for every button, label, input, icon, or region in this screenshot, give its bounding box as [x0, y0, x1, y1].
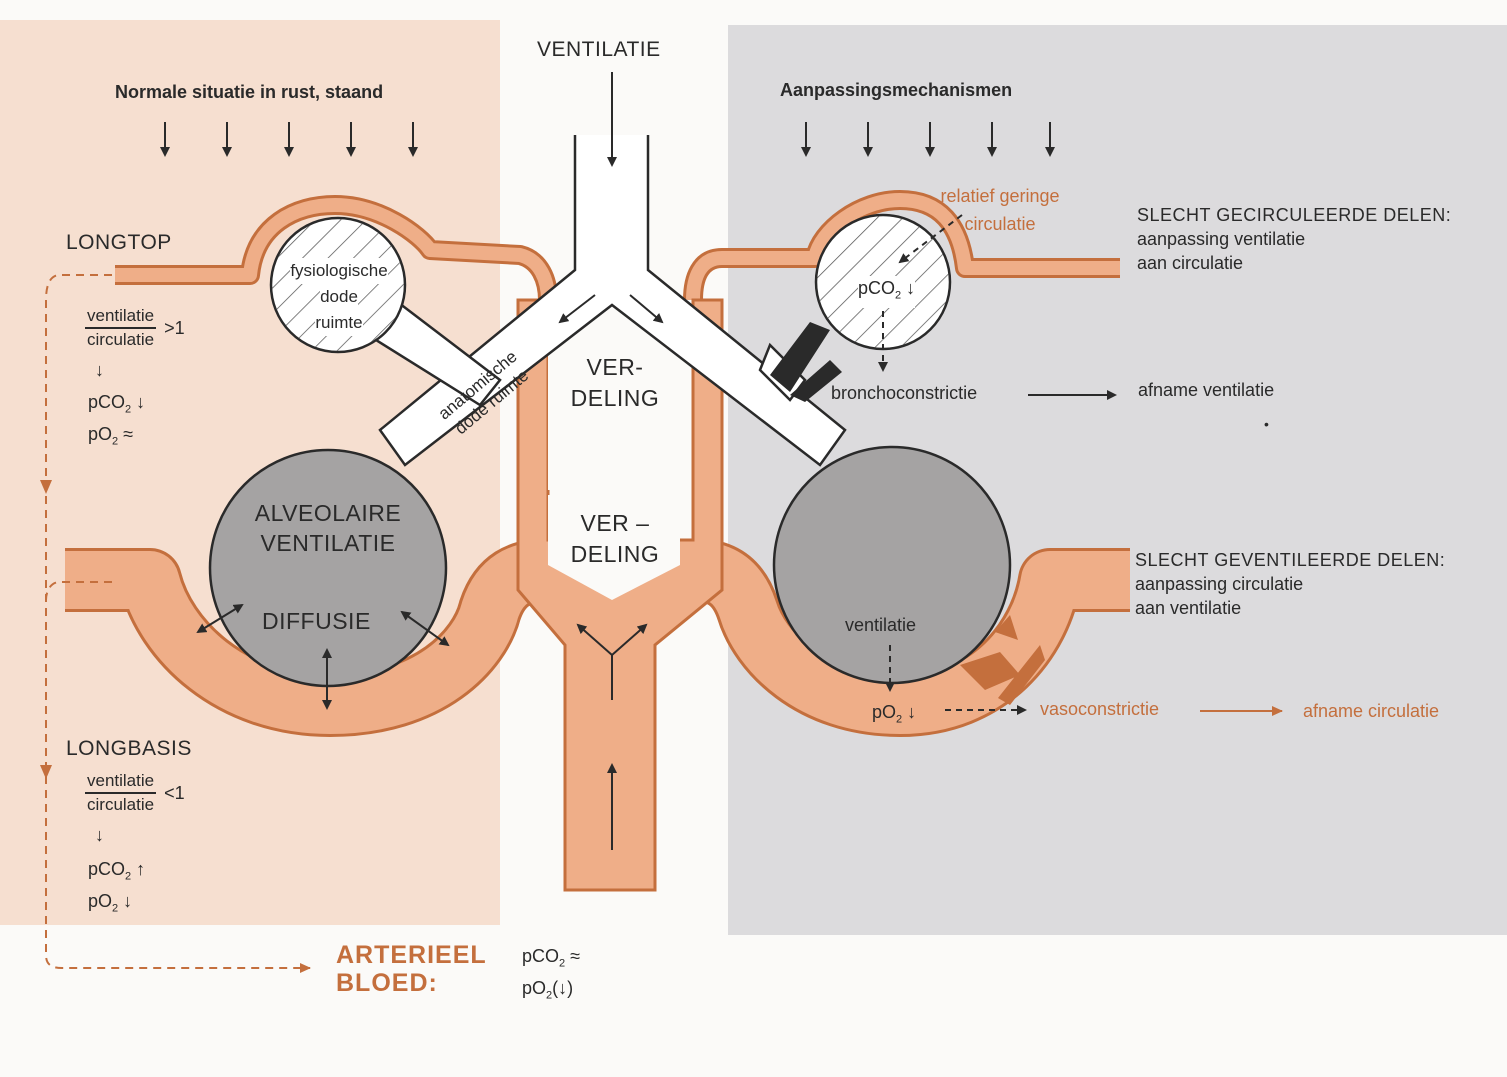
vessels — [65, 190, 1130, 737]
longbasis-arrow-down: ↓ — [95, 825, 104, 845]
stray-dot: • — [1264, 416, 1269, 432]
ventilatie-header: VENTILATIE — [537, 38, 661, 61]
afname-ventilatie-label: afname ventilatie — [1138, 380, 1275, 400]
bronchoconstrictie-label: bronchoconstrictie — [831, 383, 978, 403]
longbasis-gas: pCO2 ↑ pO2 ↓ — [88, 859, 146, 915]
alveolus-top-right-gas: pCO2 ↓ — [858, 276, 916, 308]
verdeling-window-top — [548, 318, 680, 490]
left-panel-bg — [0, 20, 500, 925]
arterieel-bloed: ARTERIEEL BLOED: — [336, 941, 487, 997]
verdeling-top: VER- DELING — [570, 354, 660, 411]
ventilatie-small-label: ventilatie — [845, 615, 917, 635]
vasoconstriction-mark — [960, 615, 1045, 705]
vasoconstrictie-label: vasoconstrictie — [1040, 699, 1160, 719]
right-title: Aanpassingsmechanismen — [780, 80, 1013, 100]
dashed-return-line — [45, 274, 311, 973]
longtop-arrow-down: ↓ — [95, 360, 104, 380]
header-arrows-left — [160, 122, 418, 157]
po2-right: pO2 ↓ — [872, 702, 917, 726]
verdeling-window-bottom — [548, 495, 680, 600]
longtop-gas: pCO2 ↓ pO2 ≈ — [88, 392, 146, 448]
relatief-geringe-circulatie: relatief geringe circulatie — [940, 186, 1060, 234]
alveolus-bottom-right — [772, 445, 1012, 685]
alveolaire-ventilatie: ALVEOLAIRE VENTILATIE — [254, 500, 402, 556]
header-arrows-right — [801, 122, 1055, 157]
longtop-label: LONGTOP — [66, 231, 172, 254]
afname-circulatie-label: afname circulatie — [1303, 701, 1440, 721]
verdeling-bottom: VER – DELING — [570, 510, 660, 567]
slecht-gecirculeerde-delen: SLECHT GECIRCULEERDE DELEN: aanpassing v… — [1137, 205, 1452, 273]
fysiologische-dode-ruimte: fysiologische dode ruimte — [274, 258, 404, 336]
bronchoconstriction-mark — [770, 322, 842, 402]
left-title: Normale situatie in rust, staand — [115, 82, 384, 102]
arterial-gas: pCO2 ≈ pO2(↓) — [522, 946, 581, 1002]
longbasis-label: LONGBASIS — [66, 737, 192, 760]
slecht-geventileerde-delen: SLECHT GEVENTILEERDE DELEN: aanpassing c… — [1135, 550, 1446, 618]
diffusie-label: DIFFUSIE — [262, 608, 371, 634]
